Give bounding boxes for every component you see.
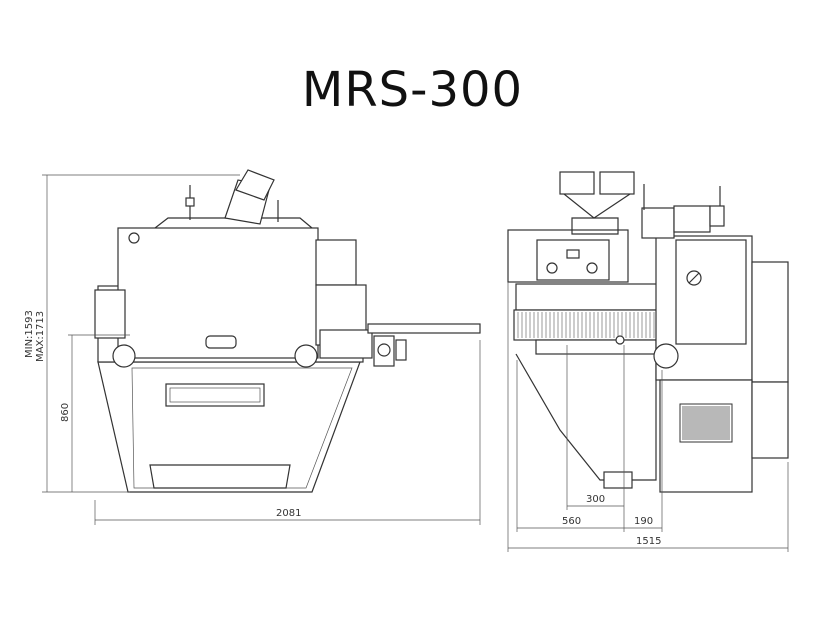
dim-length: 2081 [276, 508, 301, 519]
dim-feed-width: 300 [586, 494, 605, 505]
dim-width: 1515 [636, 536, 661, 547]
dim-offset-right: 190 [634, 516, 653, 527]
drawing-title: MRS-300 [301, 62, 524, 118]
side-view [42, 169, 481, 525]
dim-offset-left: 560 [562, 516, 581, 527]
dim-height-min: MIN:1593 [24, 310, 35, 358]
dim-height-max: MAX:1713 [35, 311, 46, 362]
front-view [507, 171, 789, 552]
dim-table-height: 860 [60, 403, 71, 422]
